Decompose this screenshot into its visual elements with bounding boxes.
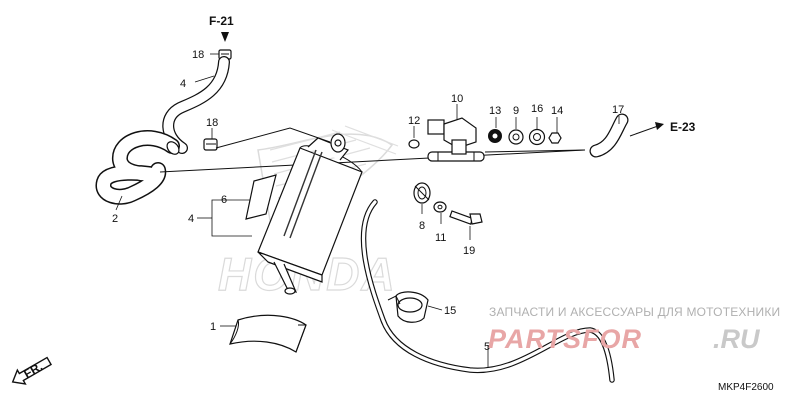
grommet-8 [413,182,431,204]
part-labels: 18 4 18 2 6 4 1 5 15 10 12 13 9 16 14 17… [112,49,624,353]
label-part-12: 12 [408,115,420,127]
label-part-18-upper: 18 [192,49,204,61]
ref-f21-arrow [221,32,229,42]
band-1 [229,314,307,353]
front-direction-icon: FR. [11,356,53,385]
label-part-16: 16 [531,103,543,115]
label-part-18-lower: 18 [206,117,218,129]
label-part-15: 14 [551,105,563,117]
washer-9 [508,129,524,145]
watermark-site-name: PARTSFOR [488,324,642,354]
connecting-lines [159,127,586,173]
label-part-10: 10 [451,93,463,105]
bolt-19 [449,210,483,225]
leader-lines [115,53,620,368]
hose-3 [162,56,230,154]
hose-2 [95,130,180,205]
label-part-3: 4 [180,78,186,90]
label-part-19: 19 [463,245,475,257]
label-part-17: 17 [612,104,624,116]
ref-e23-arrow [655,122,664,130]
label-part-8: 8 [419,220,425,232]
washer-16 [528,128,546,146]
holder-14 [387,291,429,323]
ref-e23-line [629,125,659,137]
site-watermark: ЗАПЧАСТИ И АКСЕССУАРЫ ДЛЯ МОТОТЕХНИКИ PA… [488,305,780,354]
label-part-13: 13 [489,105,501,117]
label-part-1: 1 [210,321,216,333]
nut-12 [408,139,420,149]
watermark-site-tld: .RU [713,324,761,354]
clip-18-lower [203,138,218,151]
canister-4 [257,133,363,295]
valve-10 [427,117,485,162]
label-part-4: 4 [188,213,194,225]
ref-f21: F-21 [209,14,234,28]
ref-e23: E-23 [670,120,696,134]
label-part-14: 15 [444,305,456,317]
label-pad-6 [245,174,277,220]
hose-5 [360,199,615,383]
washer-13 [488,129,502,143]
diagram-code: MKP4F2600 [718,382,774,393]
label-part-11: 11 [435,232,446,244]
label-part-9: 9 [513,105,519,117]
label-part-5: 5 [484,341,490,353]
label-part-2: 2 [112,213,118,225]
watermark-tagline: ЗАПЧАСТИ И АКСЕССУАРЫ ДЛЯ МОТОТЕХНИКИ [489,305,780,319]
nut-15 [548,132,562,144]
label-part-6: 6 [221,194,227,206]
washer-11 [433,201,447,213]
hose-17 [589,113,629,158]
